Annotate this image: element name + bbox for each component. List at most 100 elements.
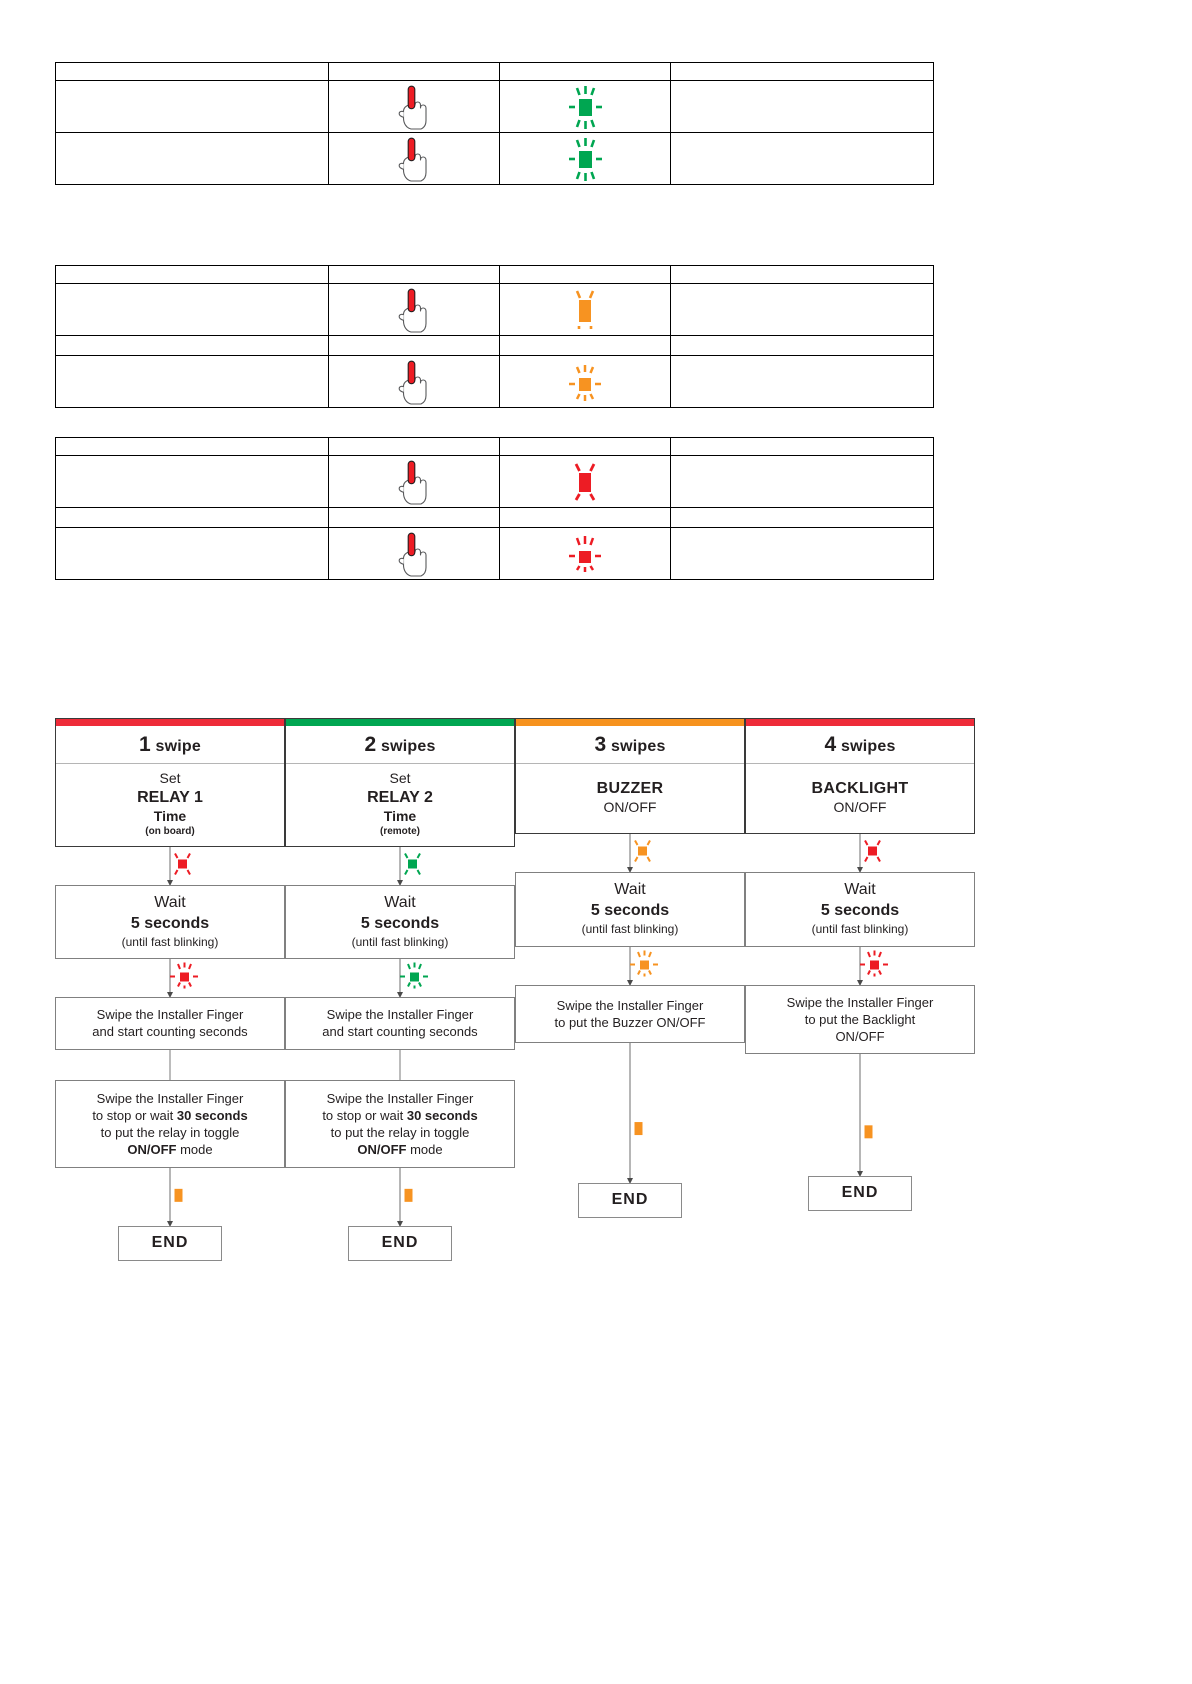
action-node[interactable]: Swipe the Installer Finger and start cou… [285,997,515,1050]
table-cell-label [55,355,329,408]
start-line-2: ON/OFF [833,799,887,816]
table-row [55,335,934,356]
table-row [55,437,934,456]
table-row [55,132,934,185]
start-node[interactable]: 2 swipes Set RELAY 2 Time (remote) [285,718,515,848]
action2-node[interactable]: Swipe the Installer Finger to stop or wa… [55,1079,285,1169]
orange-led-table [55,265,934,408]
table-cell-action [328,355,500,408]
start-line-3: Time [383,808,417,825]
start-line-4: (remote) [379,826,420,838]
connector-wait-to-action [745,946,975,986]
table-cell-note [670,80,934,133]
wait-node[interactable]: Wait 5 seconds (until fast blinking) [515,872,745,947]
led-red-fast-blink-icon [169,962,199,995]
end-node[interactable]: END [118,1226,222,1262]
connector-line [169,847,171,886]
swipe-count-title: 1 swipe [56,726,284,764]
led-orange-solid-icon [565,288,605,332]
table-cell-label [55,265,329,284]
connector-line [169,1168,171,1227]
connector-action-to-action2 [285,1049,515,1080]
table-cell-note [670,62,934,81]
start-node-body: Set RELAY 1 Time (on board) [56,764,284,846]
connector-arrow [627,979,633,986]
connector-arrow [167,1221,173,1228]
action-node[interactable]: Swipe the Installer Finger to put the Bu… [515,984,745,1043]
action2-line-4: ON/OFF mode [127,1142,213,1158]
action-line-2: and start counting seconds [322,1024,478,1040]
wait-line-3: (until fast blinking) [121,934,219,949]
table-cell-action [328,527,500,580]
action-node[interactable]: Swipe the Installer Finger and start cou… [55,997,285,1050]
table-cell-action [328,132,500,185]
action2-line-1: Swipe the Installer Finger [96,1090,244,1106]
end-node[interactable]: END [578,1182,682,1218]
led-green-slow-blink-icon [399,851,425,882]
end-node[interactable]: END [348,1226,452,1262]
finger-swipe-icon [397,84,431,130]
table-cell-note [670,355,934,408]
wait-line-1: Wait [614,881,646,899]
start-node[interactable]: 1 swipe Set RELAY 1 Time (on board) [55,718,285,848]
wait-line-2: 5 seconds [360,914,440,932]
start-line-2: RELAY 1 [137,788,203,806]
table-cell-led [499,507,671,528]
table-cell-note [670,132,934,185]
action-line-2: to put the Backlight [804,1011,916,1027]
table-cell-action [328,335,500,356]
connector-start-to-wait [515,834,745,874]
table-cell-note [670,455,934,508]
wait-node[interactable]: Wait 5 seconds (until fast blinking) [745,872,975,947]
action-line-1: Swipe the Installer Finger [96,1007,244,1023]
accent-bar [56,719,284,726]
connector-line [399,1049,401,1080]
wait-node[interactable]: Wait 5 seconds (until fast blinking) [285,885,515,960]
connector-line [169,1049,171,1080]
table-cell-label [55,335,329,356]
end-node[interactable]: END [808,1176,912,1212]
action2-line-2: to stop or wait 30 seconds [322,1107,478,1123]
connector-line [169,959,171,998]
action2-line-3: to put the relay in toggle [100,1124,240,1140]
connector-start-to-wait [745,834,975,874]
led-green-blink-icon [561,82,609,132]
finger-swipe-icon [397,136,431,182]
table-row [55,527,934,580]
start-line-2: RELAY 2 [367,788,433,806]
swipe-number: 1 [138,733,151,756]
led-orange-slow-blink-icon [629,838,655,869]
led-green-blink-icon [561,134,609,184]
wait-node[interactable]: Wait 5 seconds (until fast blinking) [55,885,285,960]
swipe-word: swipes [610,738,666,755]
action-line-2: and start counting seconds [92,1024,248,1040]
connector-action-to-end [515,1042,745,1184]
connector-arrow [857,1171,863,1178]
swipe-word: swipes [840,738,896,755]
action-node[interactable]: Swipe the Installer Finger to put the Ba… [745,984,975,1055]
wait-line-3: (until fast blinking) [581,921,679,936]
start-node[interactable]: 3 swipes BUZZER ON/OFF [515,718,745,835]
led-red-blink-icon [562,534,608,574]
table-cell-action [328,265,500,284]
start-node[interactable]: 4 swipes BACKLIGHT ON/OFF [745,718,975,835]
swipe-word: swipes [380,738,436,755]
table-cell-note [670,527,934,580]
wait-line-3: (until fast blinking) [811,921,909,936]
connector-action2-to-end [285,1168,515,1228]
swipe-number: 3 [594,733,607,756]
table-cell-label [55,62,329,81]
start-line-2: ON/OFF [603,799,657,816]
finger-swipe-icon [397,459,431,505]
action2-node[interactable]: Swipe the Installer Finger to stop or wa… [285,1079,515,1169]
table-row [55,265,934,284]
red-led-table [55,437,934,580]
table-cell-label [55,455,329,508]
action-line-1: Swipe the Installer Finger [786,994,934,1010]
led-orange-small-icon [633,1120,644,1141]
table-cell-action [328,283,500,336]
swipe-count-title: 3 swipes [516,726,744,764]
connector-arrow [857,979,863,986]
green-led-table [55,62,934,185]
table-cell-note [670,335,934,356]
